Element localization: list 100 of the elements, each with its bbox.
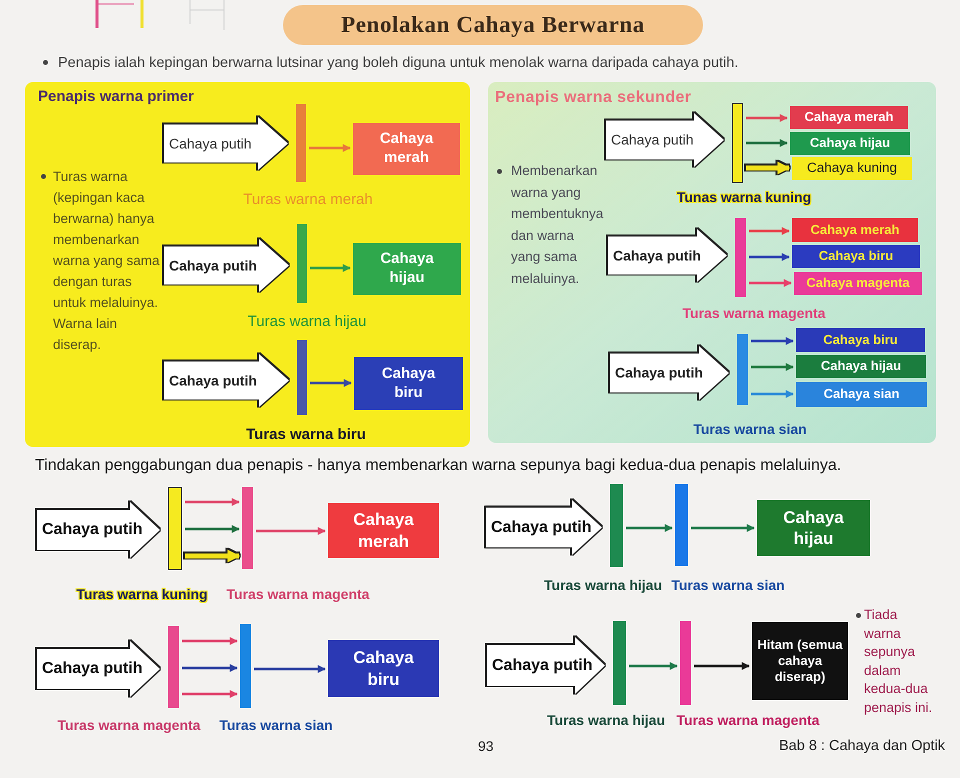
filter-label: Turas warna sian xyxy=(693,420,807,439)
filter-label: Turas warna magenta xyxy=(226,585,370,604)
filter-bar xyxy=(735,218,746,297)
arrow xyxy=(310,379,352,387)
filter-label: Turas warna magenta xyxy=(58,716,200,735)
arrow xyxy=(746,139,788,147)
box-label: Cahaya biru xyxy=(380,364,436,402)
arrow xyxy=(751,390,794,398)
panel xyxy=(25,82,470,447)
arrow xyxy=(749,279,792,287)
box-label: Cahaya merah xyxy=(810,222,900,238)
arrow xyxy=(746,114,788,122)
filter-label: Turas warna merah xyxy=(243,190,373,210)
side-note: Tiada warna sepunya dalam kedua-dua penapis ini. xyxy=(864,606,934,717)
filter-bar xyxy=(242,487,253,569)
box-label: Cahaya merah xyxy=(352,509,415,552)
panel-heading: Penapis warna primer xyxy=(38,87,194,107)
edge-label: Cahaya putih xyxy=(615,364,703,382)
result-box xyxy=(796,382,927,407)
box-label: Cahaya biru xyxy=(818,248,894,265)
result-box xyxy=(794,272,922,295)
arrow xyxy=(309,144,351,152)
filter-bar xyxy=(296,104,306,182)
arrow xyxy=(185,550,240,562)
filter-bar xyxy=(297,340,307,415)
filter-bar xyxy=(732,103,743,183)
bullet-text: Turas warna (kepingan kaca berwarna) hanya membenarkan warna yang sama dengan turas untuk melaluinya. Warna lain diserap. xyxy=(53,168,161,354)
result-box xyxy=(354,357,463,410)
bullet-text: Membenarkan warna yang membentuknya dan warna yang sama melaluinya. xyxy=(511,162,604,288)
arrow xyxy=(182,664,238,672)
filter-bar xyxy=(613,621,626,705)
filter-bar xyxy=(680,621,691,705)
arrow xyxy=(310,264,351,272)
box-label: Cahaya kuning xyxy=(806,160,898,177)
result-box xyxy=(792,157,912,180)
filter-label: Tunas warna kuning xyxy=(676,188,812,207)
arrow xyxy=(626,524,673,532)
result-box xyxy=(796,355,926,378)
arrow xyxy=(182,690,238,698)
filter-bar xyxy=(240,624,251,708)
box-label: Cahaya hijau xyxy=(820,358,902,375)
filter-label: Turas warna hijau xyxy=(547,711,665,730)
result-box xyxy=(328,640,439,697)
box-label: Cahaya sian xyxy=(824,386,900,403)
panel xyxy=(488,82,936,443)
result-box xyxy=(792,218,918,242)
filter-label: Turas warna sian xyxy=(671,576,785,595)
filter-label: Turas warna hijau xyxy=(248,312,366,332)
filter-label: Turas warna kuning xyxy=(76,585,208,604)
arrow xyxy=(751,363,794,371)
footer-text: 93 xyxy=(478,737,494,756)
arrow xyxy=(694,662,750,670)
filter-bar xyxy=(168,487,182,570)
edge-label: Cahaya putih xyxy=(42,659,142,679)
box-label: Cahaya hijau xyxy=(782,506,845,550)
result-box xyxy=(752,622,848,700)
filter-bar xyxy=(610,484,623,567)
panel-heading: Penapis warna sekunder xyxy=(495,88,692,108)
arrow xyxy=(746,162,790,174)
arrow xyxy=(256,527,326,535)
result-box xyxy=(790,132,910,155)
arrow xyxy=(751,337,794,345)
box-label: Cahaya hijau xyxy=(379,250,435,288)
filter-label: Turas warna hijau xyxy=(544,576,662,595)
box-label: Cahaya merah xyxy=(378,130,434,168)
arrow xyxy=(185,498,240,506)
edge-label: Cahaya putih xyxy=(492,656,592,676)
box-label: Hitam (semua cahaya diserap) xyxy=(756,636,844,686)
result-box xyxy=(353,123,460,175)
edge-label: Cahaya putih xyxy=(611,131,694,149)
arrow xyxy=(749,227,790,235)
result-box xyxy=(796,328,925,352)
filter-label: Turas warna magenta xyxy=(682,304,826,323)
arrow xyxy=(254,665,326,673)
arrow xyxy=(182,637,238,645)
footer-text: Bab 8 : Cahaya dan Optik xyxy=(779,737,946,756)
result-box xyxy=(757,500,870,556)
box-label: Cahaya hijau xyxy=(810,135,890,152)
filter-label: Turas warna magenta xyxy=(676,711,820,730)
filter-bar xyxy=(675,484,688,566)
arrow xyxy=(629,662,678,670)
filter-bar xyxy=(297,224,307,303)
box-label: Cahaya biru xyxy=(823,332,898,348)
edge-label: Cahaya putih xyxy=(491,518,592,538)
arrow xyxy=(691,524,755,532)
filter-label: Turas warna sian xyxy=(219,716,333,735)
arrow xyxy=(185,525,240,533)
filter-bar xyxy=(168,626,179,708)
result-box xyxy=(353,243,461,295)
title: Penolakan Cahaya Berwarna xyxy=(341,10,645,39)
box-label: Cahaya biru xyxy=(352,647,415,690)
box-label: Cahaya merah xyxy=(804,109,894,126)
filter-label: Turas warna biru xyxy=(246,425,366,445)
section-heading: Tindakan penggabungan dua penapis - hanya membenarkan warna sepunya bagi kedua-dua penapis melaluinya. xyxy=(35,456,842,476)
edge-label: Cahaya putih xyxy=(42,520,142,540)
bullet-text: Penapis ialah kepingan berwarna lutsinar yang boleh diguna untuk menolak warna daripada cahaya putih. xyxy=(58,54,738,73)
filter-bar xyxy=(737,334,748,405)
result-box xyxy=(328,503,439,558)
result-box xyxy=(790,106,908,129)
box-label: Cahaya magenta xyxy=(806,275,910,292)
